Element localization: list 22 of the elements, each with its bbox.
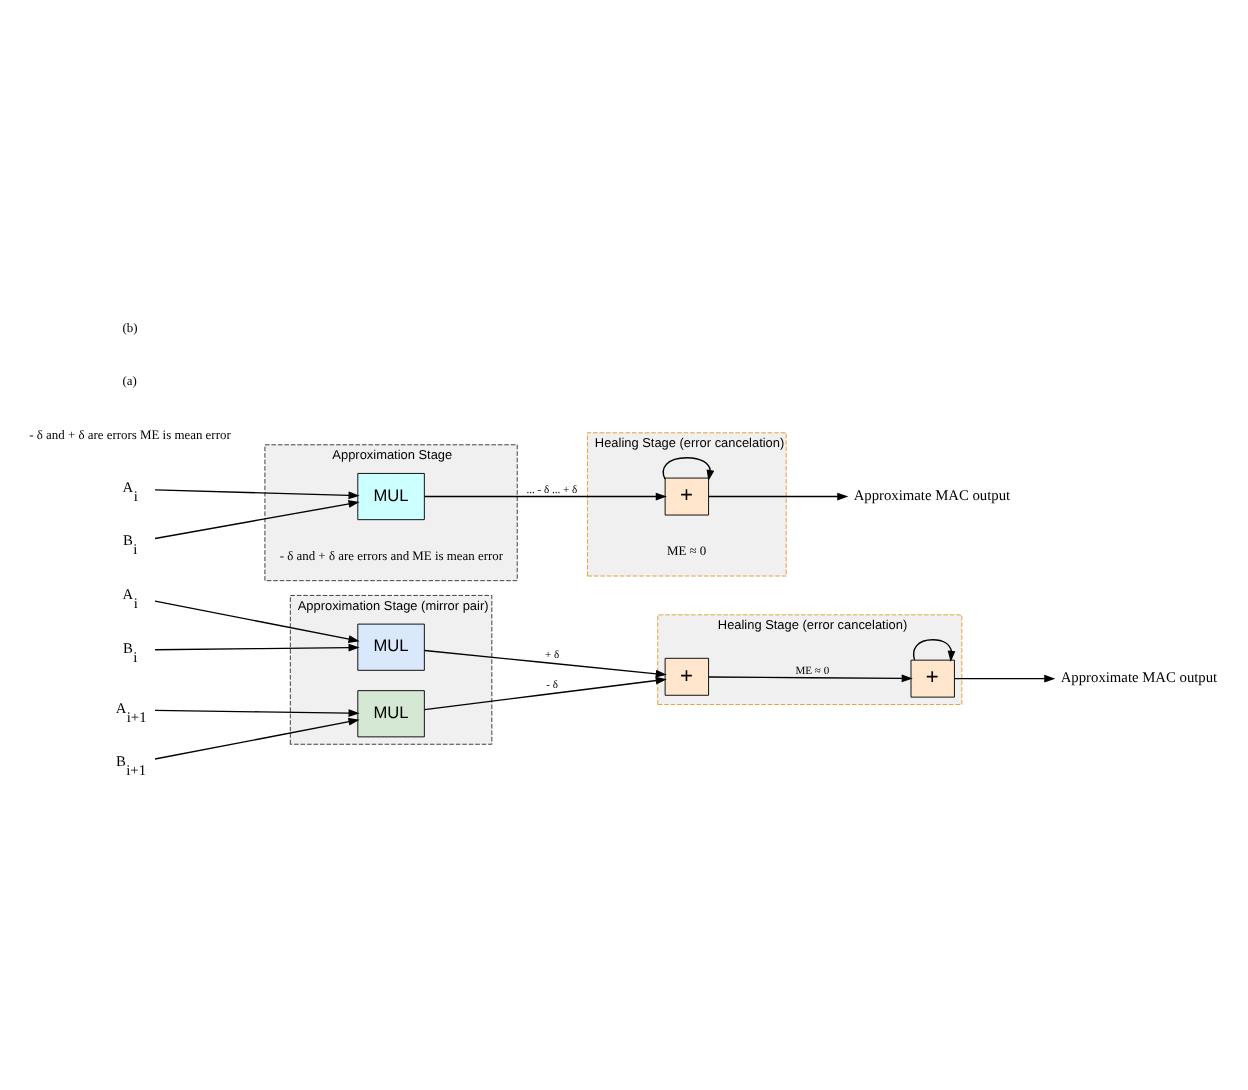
arrow bbox=[423, 648, 667, 677]
node-box: + bbox=[664, 656, 710, 695]
arrow bbox=[154, 642, 360, 651]
node-text: Approximate MAC output bbox=[853, 485, 1011, 504]
node-box: MUL bbox=[357, 689, 425, 737]
node-box: + bbox=[664, 476, 710, 515]
arrow bbox=[707, 673, 913, 682]
arrow bbox=[154, 499, 360, 539]
arrow bbox=[662, 456, 715, 481]
arrow bbox=[154, 488, 360, 499]
arrow bbox=[423, 675, 667, 710]
arrow bbox=[154, 716, 360, 759]
node-box: MUL bbox=[357, 472, 425, 520]
node-box: MUL bbox=[357, 622, 425, 670]
node-text: Approximate MAC output bbox=[1060, 667, 1218, 686]
arrow bbox=[912, 638, 956, 661]
arrow bbox=[953, 673, 1056, 682]
arrow bbox=[154, 708, 360, 717]
arrow bbox=[423, 491, 667, 500]
arrow bbox=[707, 491, 849, 500]
node-box: + bbox=[910, 658, 955, 697]
arrow bbox=[154, 599, 360, 642]
